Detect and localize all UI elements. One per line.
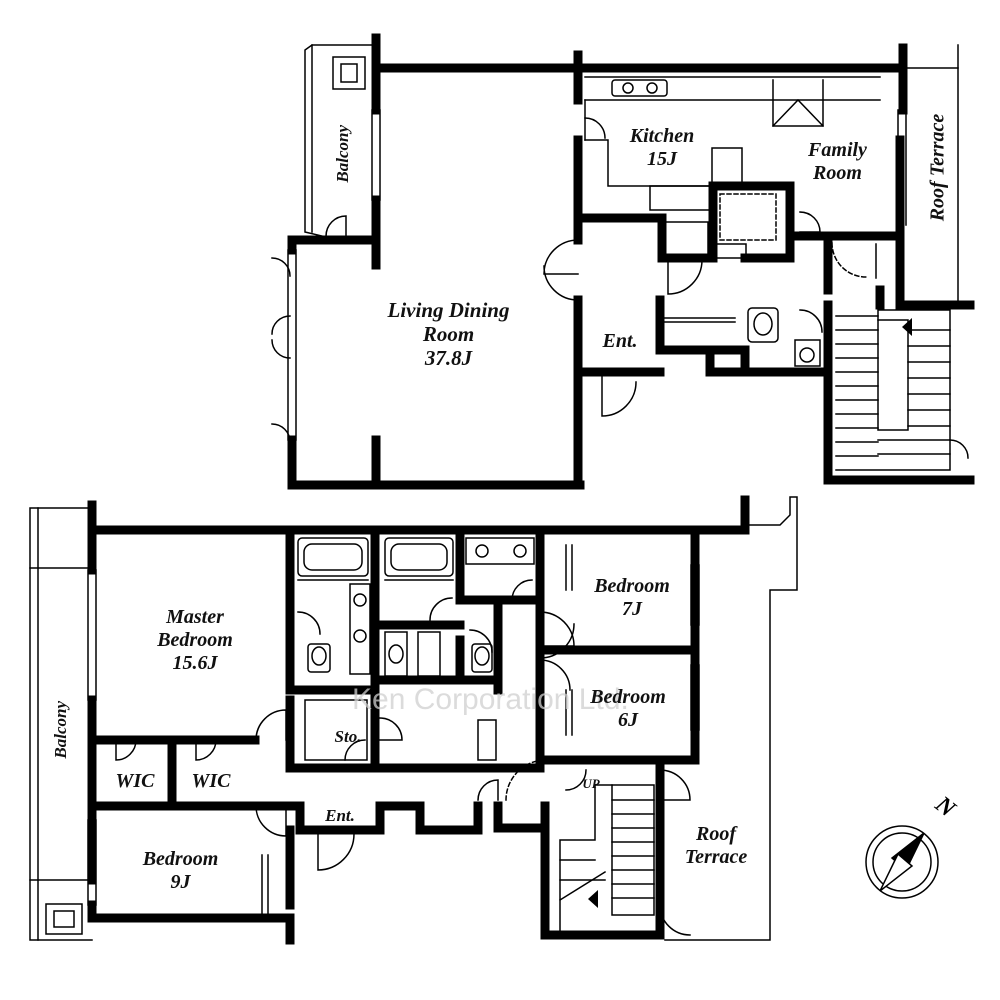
bedroom-9j-label: Bedroom 9J bbox=[142, 848, 219, 893]
balcony-upper-outline bbox=[304, 44, 374, 237]
bedroom-7j-label: Bedroom 7J bbox=[594, 575, 670, 620]
bedroom-6j-label: Bedroom 6J bbox=[590, 686, 666, 731]
upper-walls bbox=[287, 33, 975, 490]
upper-bathroom bbox=[664, 307, 823, 367]
storage-label: Sto. bbox=[334, 727, 362, 746]
balcony-lower-outline bbox=[29, 507, 93, 941]
stair-arrow-upper-icon bbox=[902, 318, 912, 336]
compass-icon bbox=[865, 825, 939, 899]
upper-doors bbox=[271, 211, 877, 443]
lower-floor bbox=[29, 495, 798, 945]
wic-1-label: WIC bbox=[115, 770, 155, 792]
entrance-upper-label: Ent. bbox=[602, 330, 638, 352]
lower-doors bbox=[115, 611, 691, 936]
roof-terrace-upper-label: Roof Terrace bbox=[926, 113, 949, 222]
watermark: Ken Corporation Ltd. bbox=[352, 683, 629, 716]
balcony-upper-label: Balcony bbox=[333, 124, 353, 183]
living-west-windows bbox=[287, 109, 907, 441]
kitchen-label: Kitchen 15J bbox=[629, 125, 695, 170]
entrance-lower-label: Ent. bbox=[325, 806, 355, 825]
living-dining-room-label: Living Dining Room 37.8J bbox=[387, 298, 510, 371]
lower-walls bbox=[87, 495, 750, 945]
kitchen-fixtures bbox=[584, 76, 881, 259]
family-room-label: Family Room bbox=[808, 139, 867, 184]
stairs-up-label: UP bbox=[582, 776, 600, 791]
balcony-lower-label: Balcony bbox=[51, 700, 71, 759]
upper-staircase bbox=[835, 309, 969, 471]
upper-floor bbox=[271, 33, 975, 490]
lower-windows bbox=[87, 544, 700, 906]
lower-bath-fixtures bbox=[297, 537, 535, 761]
roof-terrace-lower-outline bbox=[664, 496, 798, 941]
roof-terrace-upper-outline bbox=[902, 44, 959, 301]
roof-terrace-lower-label: Roof Terrace bbox=[684, 823, 748, 868]
master-bedroom-label: Master Bedroom 15.6J bbox=[157, 606, 233, 674]
stair-arrow-lower-icon bbox=[588, 890, 598, 908]
lower-staircase bbox=[558, 784, 655, 931]
wic-2-label: WIC bbox=[191, 770, 231, 792]
